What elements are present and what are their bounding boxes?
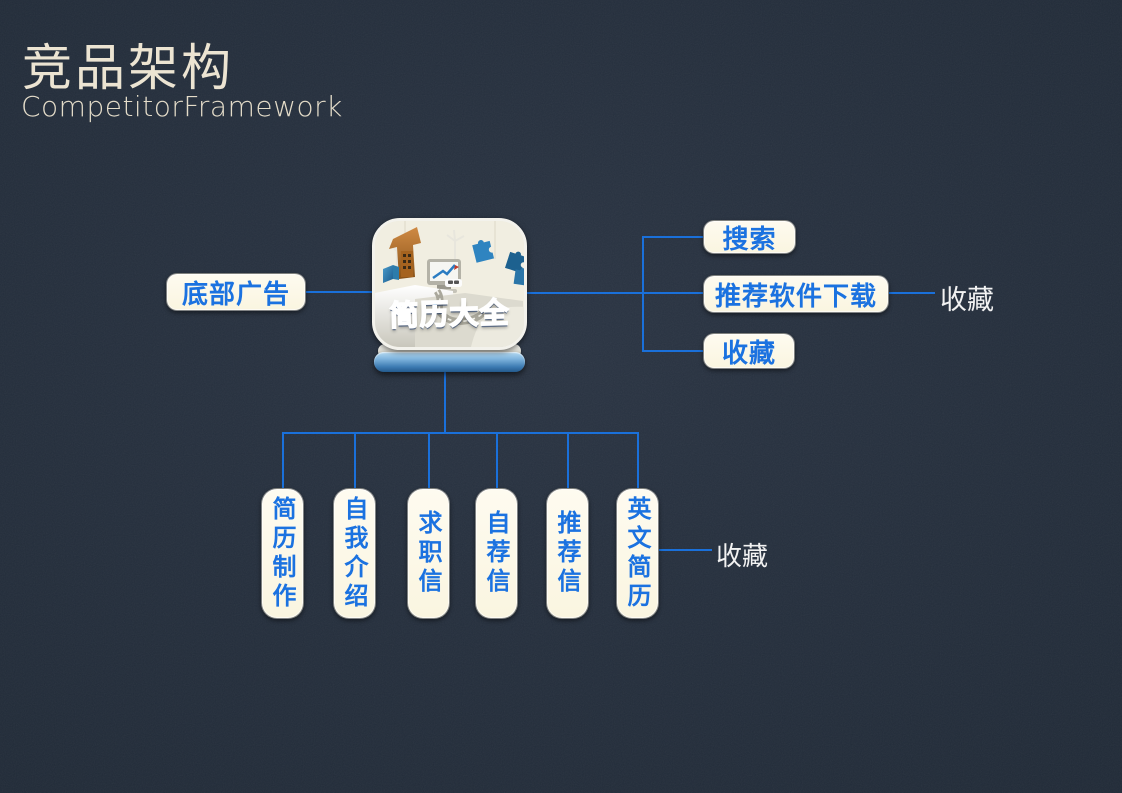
connector-drop-3 — [428, 432, 430, 488]
app-icon-blue-base — [374, 352, 525, 372]
node-search-label: 搜索 — [722, 224, 777, 255]
node-self-introduction-label: 自我介绍 — [340, 495, 368, 612]
connector-left-node — [306, 291, 372, 293]
app-icon-title: 简历大全 — [388, 295, 510, 334]
connector-drop-5 — [567, 432, 569, 488]
connector-drop-1 — [282, 432, 284, 488]
app-icon-face: 简历大全 — [372, 218, 527, 350]
node-recommendation-letter-label: 推荐信 — [553, 510, 581, 597]
connector-drop-2 — [354, 432, 356, 488]
node-bottom-ad: 底部广告 — [166, 273, 306, 311]
node-english-resume: 英文简历 — [616, 488, 659, 619]
node-bottom-ad-label: 底部广告 — [181, 279, 290, 310]
connector-icon-to-right — [527, 292, 703, 294]
node-favorites-label: 收藏 — [721, 338, 776, 369]
node-cover-letter: 求职信 — [407, 488, 450, 619]
page-subtitle: CompetitorFramework — [21, 90, 343, 123]
connector-drop-4 — [496, 432, 498, 488]
annotation-favorites-bottom: 收藏 — [716, 542, 769, 572]
node-self-introduction: 自我介绍 — [333, 488, 376, 619]
node-recommendation-letter: 推荐信 — [546, 488, 589, 619]
connector-right-trunk — [642, 236, 644, 352]
connector-right-branch-top — [643, 236, 704, 238]
node-cover-letter-label: 求职信 — [414, 510, 442, 597]
node-self-recommendation-letter-label: 自荐信 — [482, 510, 510, 597]
connector-icon-down — [444, 370, 446, 433]
connector-right-branch-bottom — [643, 350, 704, 352]
node-english-resume-label: 英文简历 — [623, 495, 651, 612]
connector-download-annotation — [889, 292, 935, 294]
connector-drop-6 — [637, 432, 639, 488]
node-recommended-download-label: 推荐软件下载 — [714, 281, 877, 312]
node-self-recommendation-letter: 自荐信 — [475, 488, 518, 619]
node-favorites: 收藏 — [703, 333, 795, 369]
node-search: 搜索 — [703, 220, 796, 255]
node-resume-creation: 简历制作 — [261, 488, 304, 619]
connector-bottom-bus — [282, 432, 639, 434]
connector-english-resume-annotation — [659, 549, 712, 551]
node-recommended-download: 推荐软件下载 — [703, 275, 889, 313]
annotation-favorites-right: 收藏 — [940, 285, 994, 316]
node-resume-creation-label: 简历制作 — [268, 495, 296, 612]
